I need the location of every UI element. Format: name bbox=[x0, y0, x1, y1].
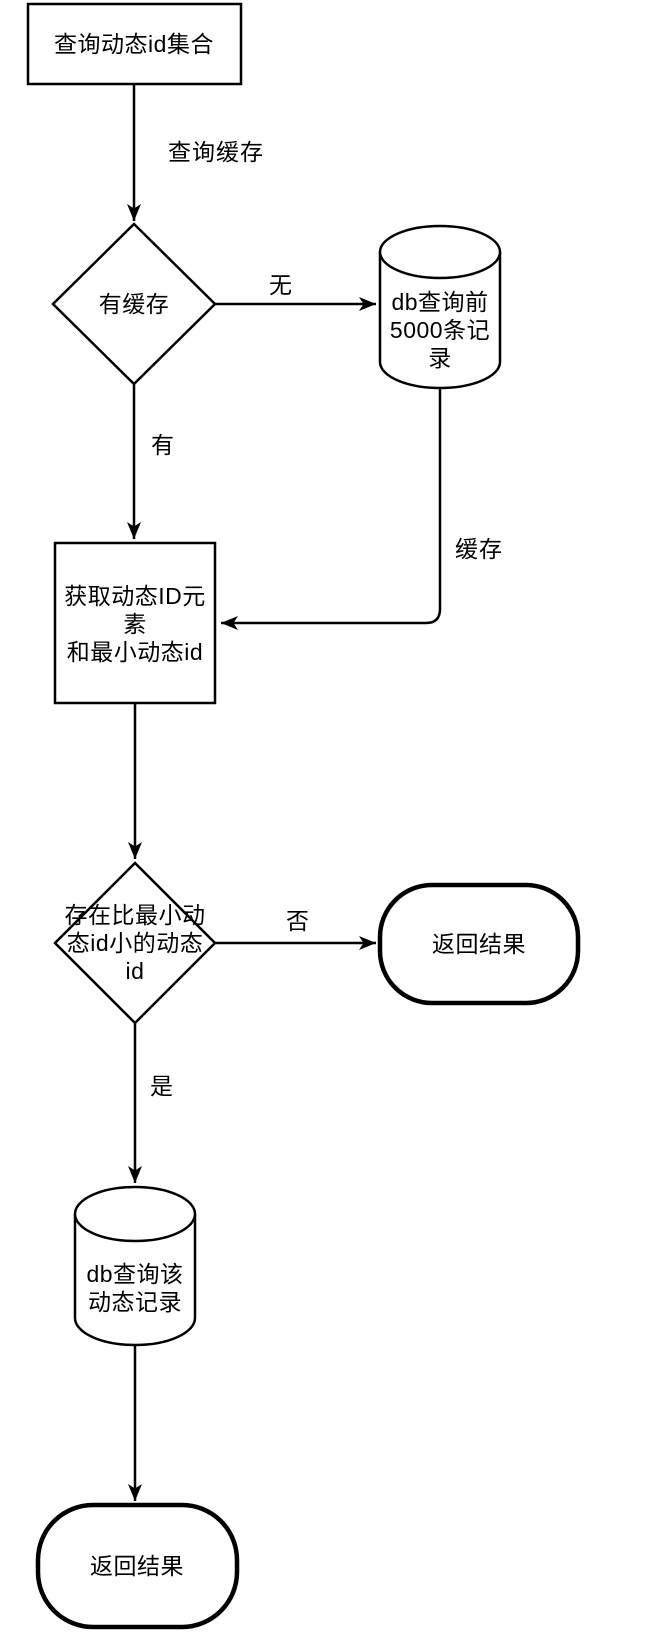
start-node-shape bbox=[26, 2, 243, 86]
db-query-record-label: db查询该 动态记录 bbox=[86, 1261, 184, 1315]
get-dynamic-elements-label: 获取动态ID元 素 和最小动态id bbox=[64, 583, 206, 665]
start-node-label: 查询动态id集合 bbox=[54, 31, 214, 57]
return-result-right-shape bbox=[377, 882, 581, 1006]
return-result-bottom-label: 返回结果 bbox=[90, 1553, 184, 1579]
db-query-top5000-label: db查询前 5000条记 录 bbox=[389, 289, 491, 371]
edge-label-have-cache: 有 bbox=[151, 432, 175, 458]
edge-label-query-cache: 查询缓存 bbox=[168, 139, 264, 165]
return-result-right-label: 返回结果 bbox=[432, 931, 526, 957]
flowchart-edges bbox=[127, 85, 442, 1501]
edge-label-exists: 是 bbox=[150, 1073, 174, 1099]
edge-db5000-cache-to-get-elements bbox=[221, 389, 442, 630]
edge-label-cache: 缓存 bbox=[455, 536, 503, 562]
has-cache-decision-shape bbox=[51, 222, 217, 386]
edge-label-no-cache: 无 bbox=[269, 272, 293, 298]
has-cache-decision-label: 有缓存 bbox=[98, 291, 170, 317]
edge-label-not-exists: 否 bbox=[286, 908, 310, 934]
db-query-top5000-shape bbox=[378, 224, 502, 390]
get-dynamic-elements-shape bbox=[53, 541, 217, 705]
smaller-id-decision-label: 存在比最小动 态id小的动态 id bbox=[64, 902, 206, 984]
db-query-record-shape bbox=[73, 1185, 197, 1347]
return-result-bottom-shape bbox=[35, 1502, 240, 1630]
smaller-id-decision-shape bbox=[53, 861, 217, 1025]
